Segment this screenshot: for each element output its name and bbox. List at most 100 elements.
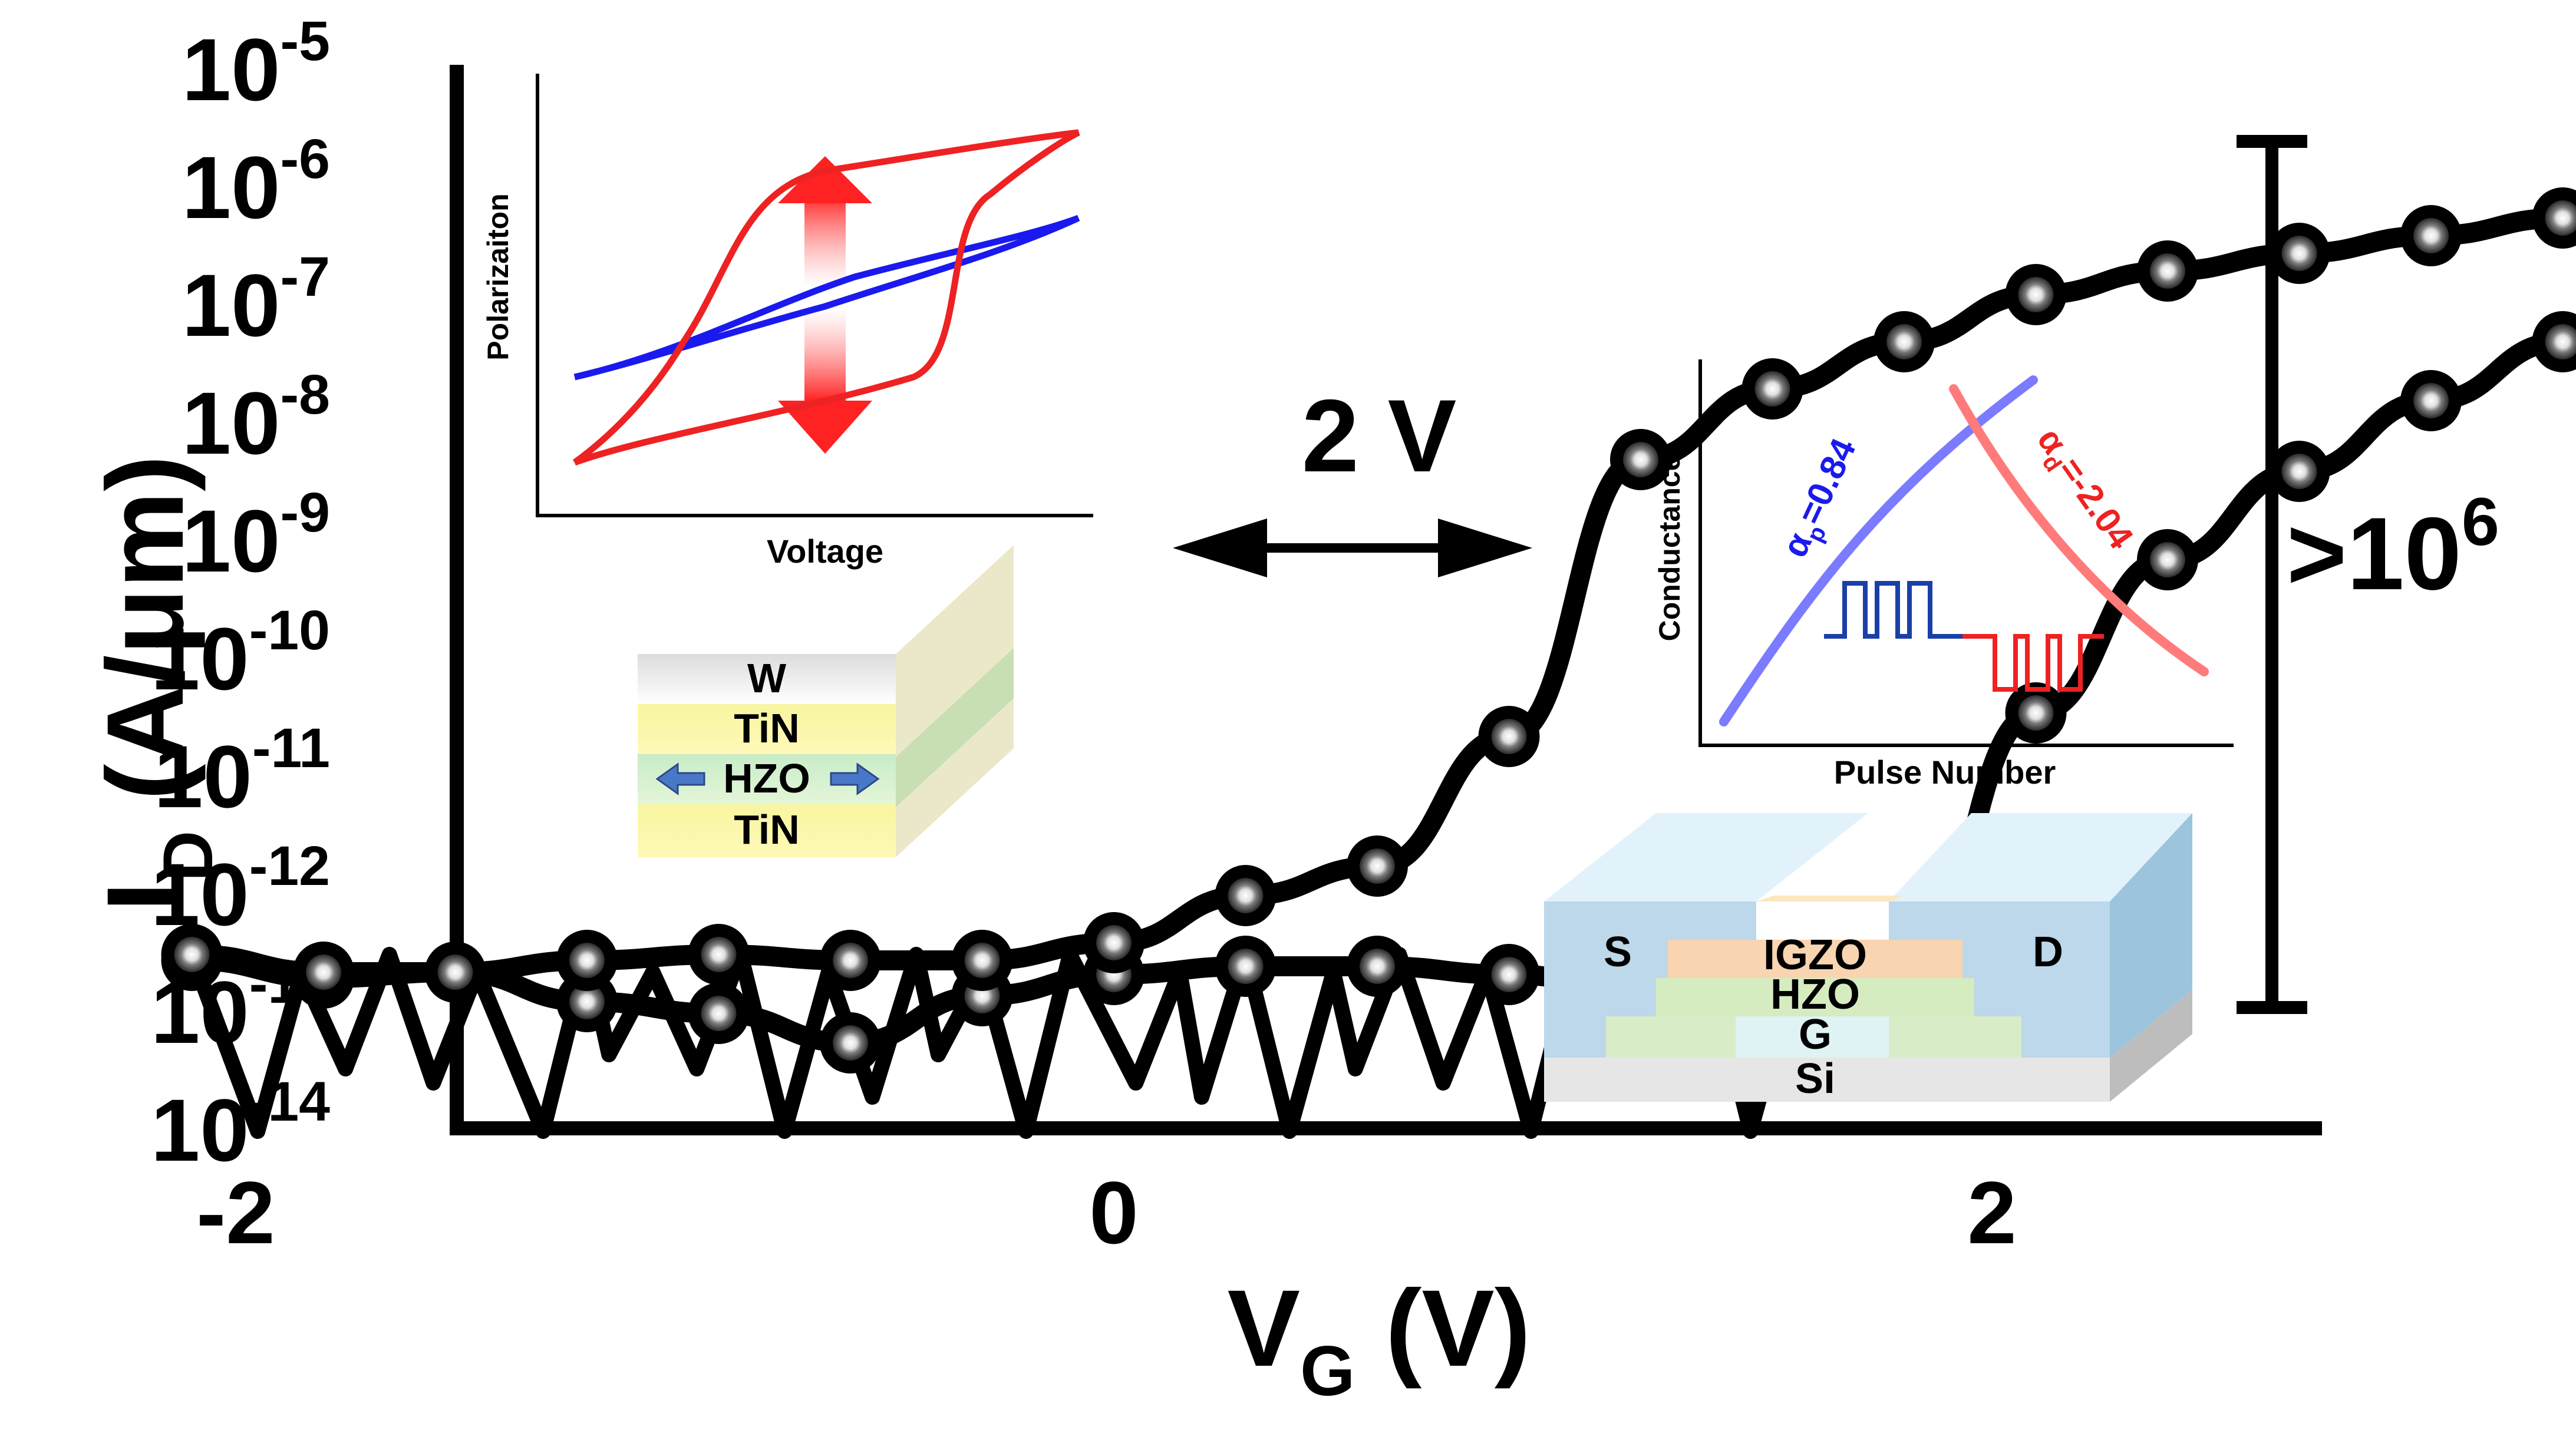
y-tick-label: 10-9 [182,481,330,590]
reverse-sweep-point [1215,865,1277,926]
hzo-layer [1656,978,1974,1016]
inset-pv-xlabel: Voltage [767,533,883,570]
reverse-sweep-point [2532,187,2576,249]
potentiation-curve [1719,375,2038,726]
reverse-sweep-point [1874,311,1935,372]
device-label-source: S [1604,929,1632,976]
y-tick-base: 10 [182,491,281,590]
memory-window-annotation: 2 V [1173,379,1532,577]
reverse-sweep-point [556,930,618,991]
y-tick-label: 10-6 [182,128,330,237]
reverse-sweep-point [424,942,486,1003]
y-tick-base: 10 [182,256,281,355]
ratio-exponent: 6 [2462,484,2499,560]
y-tick-exponent: -12 [249,835,330,897]
y-axis-label-unit: (A/μm) [85,455,206,830]
device-label-igzo: IGZO [1763,932,1867,979]
reverse-sweep-point [2137,240,2198,302]
x-axis-label: VG (V) [1228,1268,1531,1411]
gate-center [1736,1016,1889,1058]
y-tick-base: 10 [154,727,252,826]
y-tick-base: 10 [182,138,281,237]
forward-sweep-curve [182,331,2576,1053]
device-label-substrate: Si [1795,1055,1835,1102]
polarization-switch-arrow-body [804,194,846,401]
stack-label-tin-top: TiN [734,705,800,751]
inset-conductance-axes [1698,359,2234,747]
y-tick-exponent: -9 [281,481,330,544]
polarization-switch-arrow-up [778,156,872,203]
device-label-drain: D [2033,929,2063,976]
inset-device: S D IGZO HZO G Si [1544,813,2192,1102]
source-top [1544,813,1868,901]
forward-sweep-point [1215,936,1277,997]
forward-sweep-point [2532,311,2576,372]
device-label-hzo: HZO [1770,971,1860,1018]
igzo-layer [1668,940,1962,978]
y-tick-exponent: -6 [281,128,330,190]
on-off-ratio-bracket: >106 [2237,135,2499,1014]
y-tick-exponent: -10 [249,599,330,662]
reverse-sweep-point [2268,223,2330,284]
forward-sweep-point [2268,441,2330,502]
drain-top [1889,813,2192,901]
alpha-d-label: αd=-2.04 [2024,421,2141,560]
reverse-sweep-point [951,930,1013,991]
inset-capacitor-stack: W TiN HZO TiN [638,545,1014,857]
x-tick-labels: -2024 [196,1163,2016,1262]
forward-sweep-point [820,1012,881,1074]
inset-conductance-xlabel: Pulse Number [1834,754,2056,791]
pv-loop-dielectric [573,214,1080,381]
channel-glow [1756,896,1904,901]
alpha-d-value: =-2.04 [2051,450,2142,556]
data-markers [161,187,2576,1074]
y-tick-label: 10-5 [182,10,330,119]
y-tick-exponent: -8 [281,364,330,426]
reverse-sweep-point [161,924,223,985]
y-tick-base: 10 [151,1081,249,1180]
x-tick-label: 2 [1967,1163,2016,1262]
device-label-gate: G [1799,1011,1832,1058]
inset-conductance-ylabel: Conductance [1653,455,1686,642]
forward-sweep-point [2400,370,2462,431]
y-tick-base: 10 [151,609,249,708]
drain-side [2110,813,2192,1058]
polarization-switch-arrow-down [778,401,872,454]
reverse-sweep-point [2005,264,2067,325]
stack-label-w: W [747,655,786,701]
reverse-sweep-point [2400,205,2462,266]
x-axis-label-main: V [1228,1268,1300,1389]
substrate-front [1544,1058,2110,1102]
reverse-sweep-point [293,942,354,1003]
gate-left [1606,1016,1736,1058]
reverse-sweep-point [688,924,750,985]
stack-layer-tin-top [638,704,896,754]
stack-label-tin-bottom: TiN [734,807,800,853]
polarization-right-arrow-icon [830,762,880,795]
inset-pv-axes [536,74,1093,517]
y-tick-label: 10-7 [182,246,330,355]
inset-pv-ylabel: Polarizaiton [481,193,514,360]
ratio-label: >106 [2287,484,2499,612]
y-tick-label: 10-10 [151,599,330,708]
stack-label-hzo: HZO [723,755,810,801]
x-tick-label: 0 [1089,1163,1138,1262]
forward-sweep-point [2137,529,2198,590]
depression-curve [1949,384,2209,676]
gate-right [1889,1016,2021,1058]
x-tick-label: -2 [196,1163,275,1262]
window-arrow-right-head [1438,518,1532,577]
y-tick-label: 10-8 [182,364,330,473]
y-axis-label: ID (A/μm) [85,455,227,911]
data-series [182,207,2576,1053]
potentiation-pulses [1824,581,1962,639]
forward-sweep-point [688,983,750,1044]
y-tick-exponent: -7 [281,246,330,308]
reverse-sweep-point [1083,912,1144,973]
x-axis-label-unit: (V) [1355,1268,1531,1389]
stack-layer-tin-bottom [638,804,896,857]
reverse-sweep-point [1741,358,1803,420]
y-tick-base: 10 [182,374,281,473]
y-tick-label: 10-11 [154,717,330,826]
y-tick-exponent: -5 [281,10,330,72]
